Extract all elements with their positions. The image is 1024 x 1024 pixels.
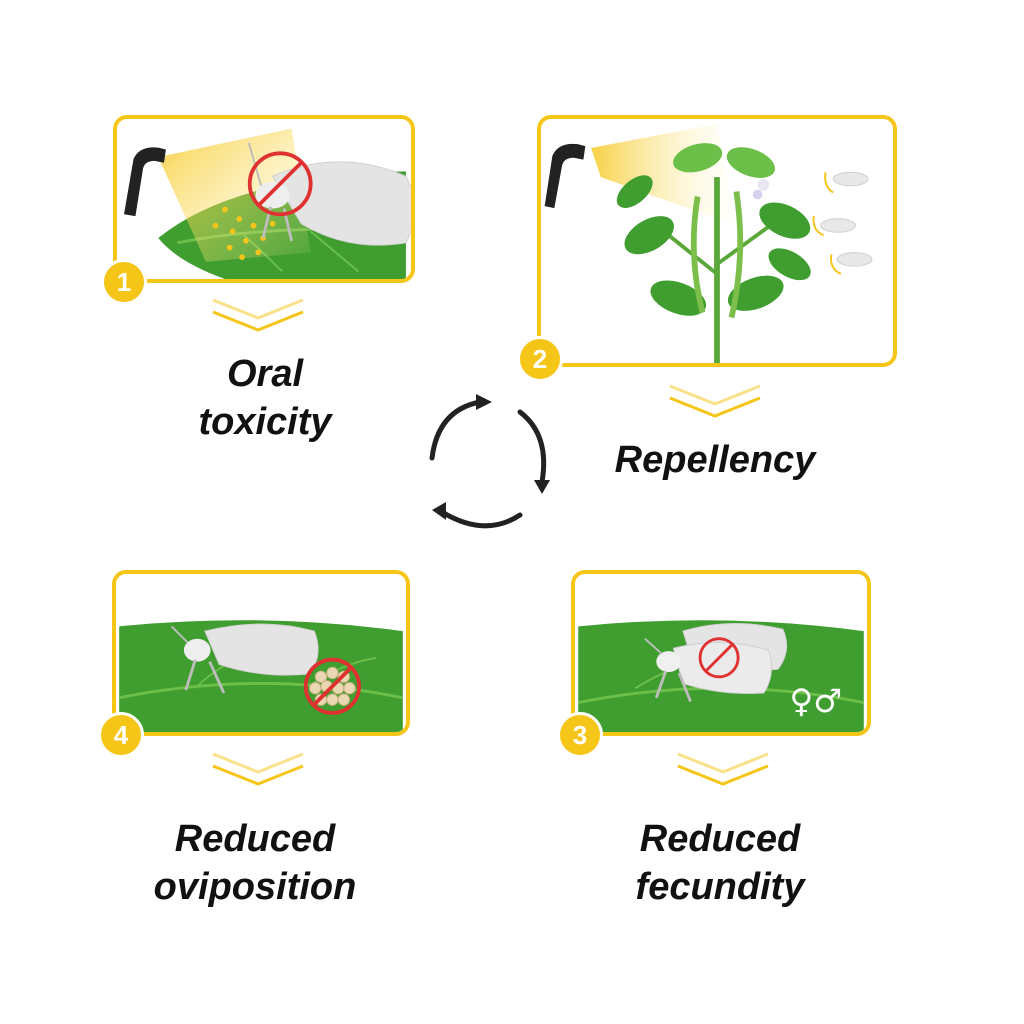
step-3-illustration: ♀♂	[571, 570, 871, 736]
step-2-label-line-1: Repellency	[614, 439, 816, 481]
step-4-label-line-1: Reduced	[174, 818, 336, 860]
step-2-label: Repellency	[590, 436, 840, 484]
step-2-number-badge: 2	[517, 336, 563, 382]
step-1-label: Oral toxicity	[150, 350, 380, 446]
oral-toxicity-scene	[124, 128, 411, 279]
step-4-label: Reduced oviposition	[130, 815, 380, 911]
spray-cone	[158, 128, 311, 262]
circular-arrows-icon	[429, 394, 550, 529]
step-3-label: Reduced fecundity	[600, 815, 840, 911]
prohibited-icon	[303, 657, 361, 715]
whitefly-icon	[644, 622, 788, 703]
bean-plant-icon	[616, 143, 811, 363]
step-2-illustration	[537, 115, 897, 367]
step-1-illustration	[113, 115, 415, 283]
chevron-down-icon	[677, 752, 769, 786]
oviposition-scene	[118, 620, 404, 732]
whitefly-icon	[170, 623, 319, 694]
step-4-illustration	[112, 570, 410, 736]
prohibited-icon	[247, 151, 313, 217]
step-1-label-line-1: Oral	[226, 353, 304, 395]
chevron-down-icon	[669, 384, 761, 418]
spray-nozzle-icon	[124, 147, 166, 217]
step-1-number-badge: 1	[101, 259, 147, 305]
prohibited-icon	[698, 637, 740, 679]
sex-symbols-icon: ♀♂	[790, 682, 843, 720]
chevron-down-icon	[212, 298, 304, 332]
step-3-label-line-2: fecundity	[635, 866, 805, 908]
step-1-label-line-2: toxicity	[198, 401, 332, 443]
step-4-number-badge: 4	[98, 712, 144, 758]
step-3-label-line-1: Reduced	[639, 818, 801, 860]
whitefly-icon	[820, 171, 873, 267]
step-3-number-badge: 3	[557, 712, 603, 758]
repellency-scene	[544, 123, 873, 363]
step-4-label-line-2: oviposition	[153, 866, 357, 908]
chevron-down-icon	[212, 752, 304, 786]
fecundity-scene: ♀♂	[577, 620, 865, 732]
spray-nozzle-icon	[544, 143, 586, 209]
